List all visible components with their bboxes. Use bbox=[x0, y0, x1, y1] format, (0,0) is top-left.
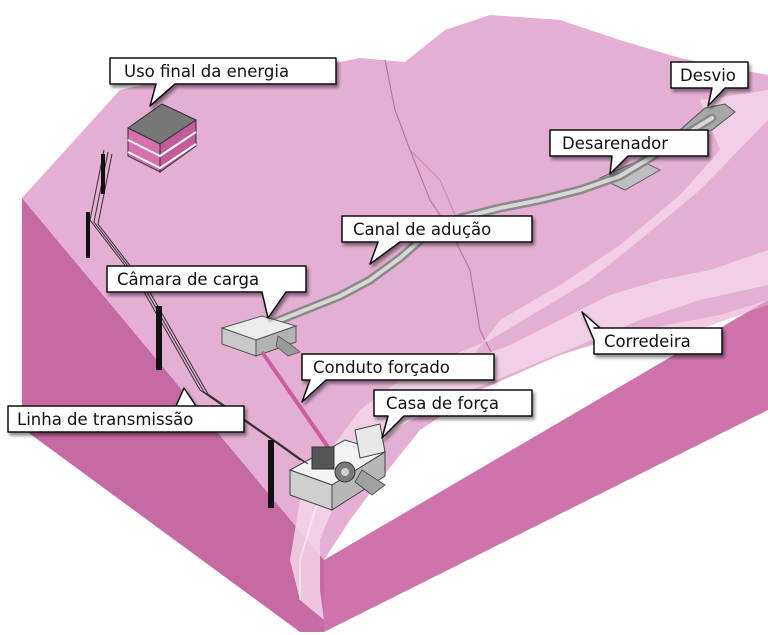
label-corredeira: Corredeira bbox=[604, 332, 691, 351]
transmission-pole-4 bbox=[268, 440, 274, 508]
label-desarenador: Desarenador bbox=[562, 134, 668, 153]
label-camara: Câmara de carga bbox=[117, 270, 259, 289]
label-casa: Casa de força bbox=[386, 394, 499, 413]
label-uso-final: Uso final da energia bbox=[124, 62, 289, 81]
label-desvio: Desvio bbox=[680, 66, 736, 85]
transmission-pole-3 bbox=[156, 306, 162, 370]
label-linha: Linha de transmissão bbox=[17, 410, 193, 429]
transmission-pole-2 bbox=[86, 212, 90, 258]
label-canal: Canal de adução bbox=[353, 220, 491, 239]
transmission-pole-1 bbox=[101, 154, 105, 194]
label-conduto: Conduto forçado bbox=[313, 358, 450, 377]
